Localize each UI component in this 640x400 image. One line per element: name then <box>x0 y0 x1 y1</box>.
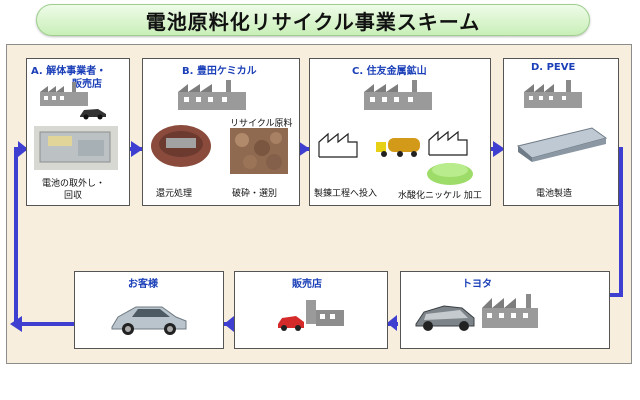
flow-arrow-right <box>619 147 623 295</box>
box-a-caption-line1: 電池の取外し・ <box>42 179 106 189</box>
box-toyota-label: トヨタ <box>462 279 492 290</box>
arrow-head-into-customer <box>224 316 234 332</box>
factory-icon <box>40 82 88 106</box>
flow-arrow-left <box>14 147 18 325</box>
dealer-store-icon <box>278 300 344 331</box>
box-d-caption: 電池製造 <box>536 189 573 199</box>
factory-icon <box>364 80 432 110</box>
factory-icon <box>524 80 582 108</box>
battery-pack-image <box>34 126 118 170</box>
nickel-hydroxide-image <box>427 163 473 185</box>
box-c-caption-right: 水酸化ニッケル 加工 <box>398 191 482 201</box>
box-d-peve <box>503 58 619 206</box>
tanker-truck-icon <box>376 138 420 157</box>
box-dealer-label: 販売店 <box>292 279 322 290</box>
arrow-head-into-d <box>493 141 505 157</box>
box-b-label: B. 豊田ケミカル <box>182 66 257 77</box>
arrow-head-into-b <box>131 141 143 157</box>
diagram-title: 電池原料化リサイクル事業スキーム <box>36 4 590 36</box>
flow-arrow-right-bottom <box>608 293 623 297</box>
arrow-head-end-left <box>10 316 22 332</box>
arrow-head-into-a <box>18 141 28 157</box>
factory-outline-icon <box>428 130 468 156</box>
prius-car-image <box>111 306 187 335</box>
box-c-label: C. 住友金属鉱山 <box>352 66 427 77</box>
arrow-head-into-c <box>298 141 310 157</box>
box-c-caption-left: 製錬工程へ投入 <box>314 189 378 199</box>
box-b-caption-right: 破砕・選別 <box>232 189 278 199</box>
box-b-material-label: リサイクル原料 <box>230 119 293 129</box>
battery-module-image <box>516 127 608 162</box>
smelter-outline-icon <box>318 132 358 158</box>
box-b-caption-left: 還元処理 <box>156 189 193 199</box>
arrow-head-into-dealer <box>387 315 397 331</box>
box-customer-label: お客様 <box>128 279 158 290</box>
factory-icon <box>482 294 538 328</box>
box-a-label-line1: A. 解体事業者・ <box>31 66 107 77</box>
car-icon <box>80 109 106 120</box>
crushed-material-image <box>230 128 288 174</box>
box-a-label-line2: 販売店 <box>72 79 102 90</box>
reduction-material-image <box>151 125 211 167</box>
car-chassis-image <box>415 305 475 331</box>
factory-icon <box>178 80 246 110</box>
box-d-label: D. PEVE <box>531 62 576 73</box>
box-a-caption-line2: 回収 <box>64 191 83 201</box>
